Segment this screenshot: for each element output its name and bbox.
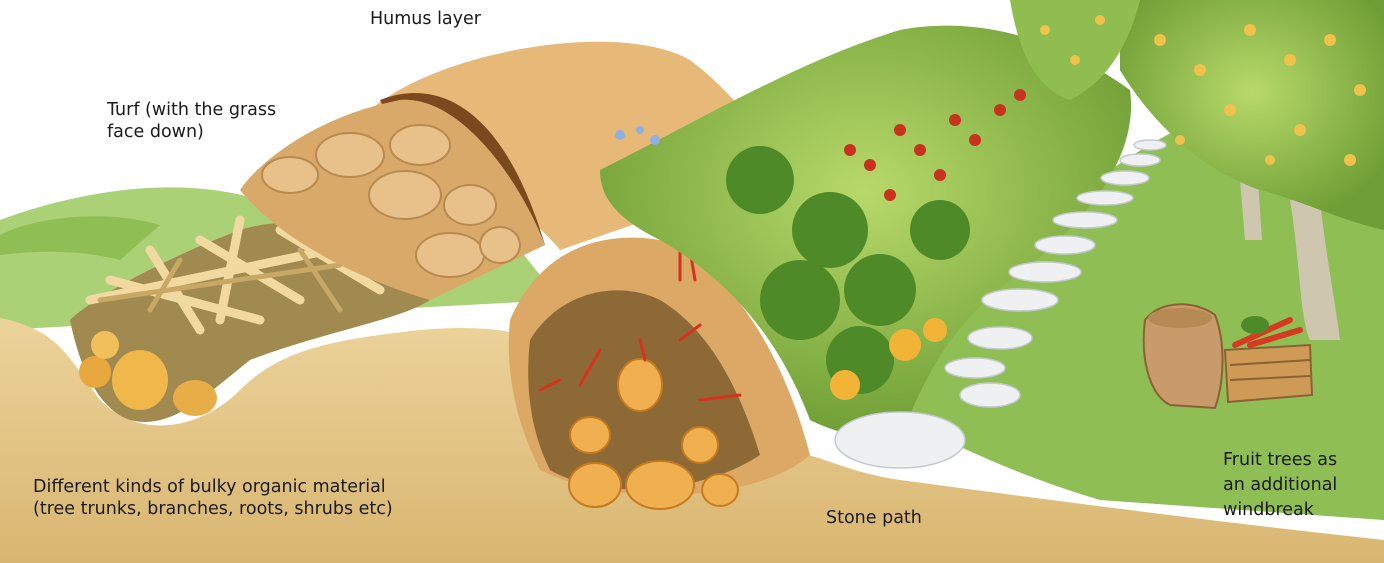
label-fruit-trees: Fruit trees as an additional windbreak <box>1223 448 1337 523</box>
label-humus-layer: Humus layer <box>370 8 481 30</box>
label-stone-path: Stone path <box>826 507 922 529</box>
label-turf: Turf (with the grass face down) <box>107 99 276 143</box>
label-bulky-organic-material: Different kinds of bulky organic materia… <box>33 476 393 520</box>
